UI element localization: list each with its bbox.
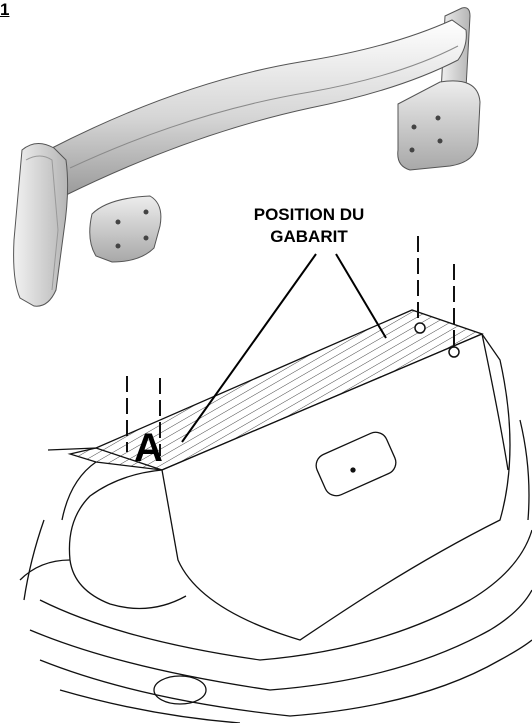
mounting-hole	[448, 346, 460, 358]
figure-number: 1	[0, 0, 10, 19]
template-position-callout: POSITION DU GABARIT	[214, 204, 404, 248]
callout-line-1: POSITION DU	[253, 205, 365, 224]
spoiler-left-mount	[89, 195, 162, 263]
spoiler-right-mount	[397, 80, 481, 171]
spoiler-left-endplate	[13, 143, 69, 307]
rear-spoiler	[13, 7, 481, 307]
spoiler-wing	[47, 19, 467, 197]
callout-leader-lines	[181, 253, 387, 443]
point-a-label: A	[134, 426, 163, 470]
callout-line-2: GABARIT	[270, 227, 348, 246]
license-plate-recess	[315, 431, 397, 497]
mounting-hole	[414, 322, 426, 334]
car-rear	[19, 309, 532, 723]
alignment-lines	[126, 236, 455, 456]
